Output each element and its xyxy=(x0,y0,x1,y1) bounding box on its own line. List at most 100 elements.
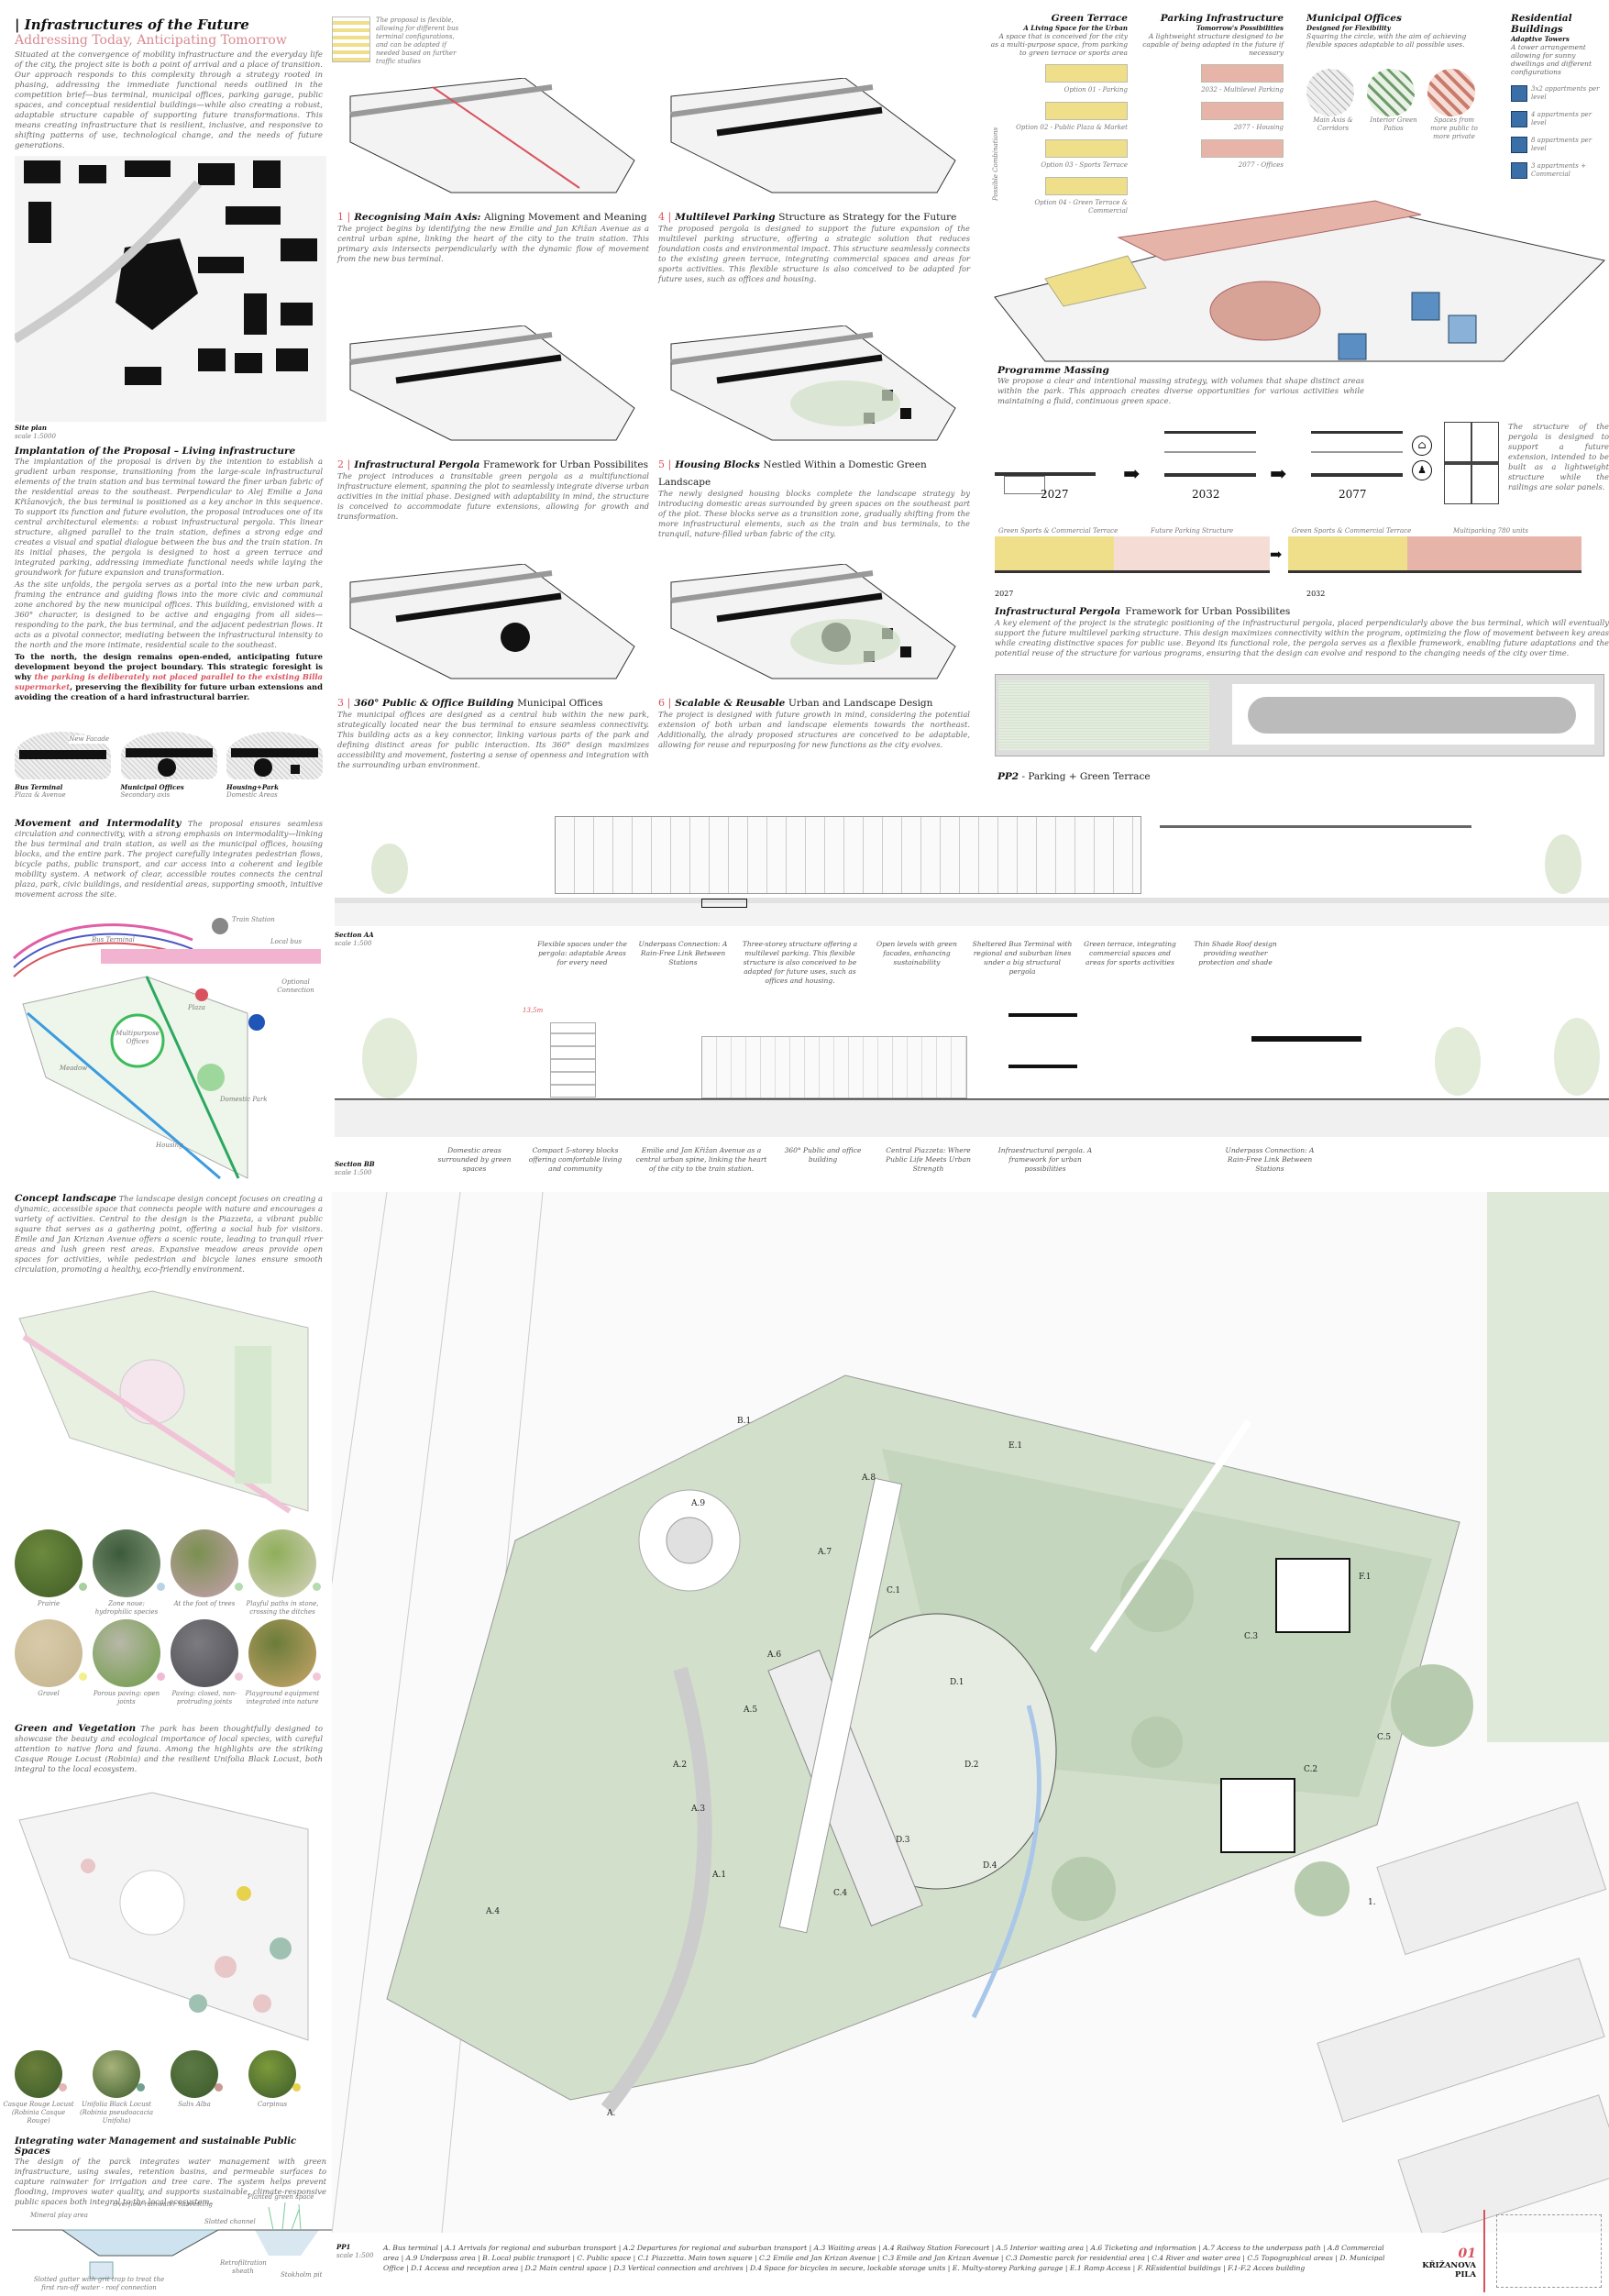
plan-label: A.5 xyxy=(744,1705,758,1715)
section-aa-caption: Thin Shade Roof design providing weather… xyxy=(1194,940,1277,966)
map-label: Local bus xyxy=(270,938,303,945)
elev-label: Multiparking 780 units xyxy=(1453,527,1528,535)
arrow-icon: ➡ xyxy=(1270,546,1283,563)
elev-label: Green Sports & Commercial Terrace xyxy=(1292,527,1412,535)
plan-label: A. xyxy=(607,2109,616,2118)
programme-option: 2077 - Housing xyxy=(1137,102,1284,132)
programme-option: Spaces from more public to more private xyxy=(1427,69,1481,141)
section-bb-caption: Central Piazzeta: Where Public Life Meet… xyxy=(886,1146,971,1173)
new-facade-label: New Facade xyxy=(69,735,109,744)
step-note: The proposal is flexible, allowing for d… xyxy=(376,17,459,65)
color-dot xyxy=(235,1583,243,1591)
pp1-label: PP1 xyxy=(336,2243,351,2251)
plan-label: C.4 xyxy=(833,1889,848,1898)
pergola-subtitle: Framework for Urban Possibilites xyxy=(1125,606,1291,617)
option-label: 2077 - Offices xyxy=(1238,161,1284,169)
programme-sub: Adaptive Towers xyxy=(1511,35,1570,43)
programme-panel: Possible Combinations Green Terrace A Li… xyxy=(990,13,1609,362)
photo-circle xyxy=(93,1529,160,1597)
option-label: Option 01 - Parking xyxy=(1063,86,1128,94)
photo-caption: Gravel xyxy=(38,1690,60,1697)
diagram-sub: Secondary axis xyxy=(120,791,171,799)
height-label: 13,5m xyxy=(523,1007,544,1014)
plan-label: C.5 xyxy=(1377,1733,1392,1742)
color-dot xyxy=(79,1583,87,1591)
photo-circle xyxy=(171,1529,238,1597)
step-title: Housing Blocks xyxy=(675,459,764,470)
option-label: 2032 - Multilevel Parking xyxy=(1201,86,1284,94)
plan-label: A.7 xyxy=(818,1548,832,1557)
step-axonometric xyxy=(341,325,644,445)
section-bb-caption: Domestic areas surrounded by green space… xyxy=(437,1146,512,1173)
implantation-title: Implantation of the Proposal – Living in… xyxy=(15,446,296,457)
programme-parking: Parking Infrastructure Tomorrow's Possib… xyxy=(1137,13,1284,170)
implantation-p3c: , preserving the flexibility for future … xyxy=(15,682,323,701)
step-subtitle: Urban and Landscape Design xyxy=(788,698,933,709)
water-label: Stokholm pit xyxy=(281,2271,323,2279)
year-label: 2032 xyxy=(1192,488,1220,501)
footer: 01 KŘIŽANOVA PILA xyxy=(1403,2246,1476,2279)
water-label: Overflow rainwater harvesting xyxy=(113,2201,213,2208)
option-label: Option 03 - Sports Terrace xyxy=(1041,161,1128,169)
water-label: Mineral play area xyxy=(30,2212,88,2219)
programme-option: 2077 - Offices xyxy=(1137,139,1284,170)
map-label: Meadow xyxy=(60,1065,88,1072)
step-subtitle: Framework for Urban Possibilites xyxy=(483,459,649,470)
plan-label: D.3 xyxy=(896,1836,910,1845)
step-5: 5 |Housing Blocks Nestled Within a Domes… xyxy=(658,454,970,539)
bus-config-icon xyxy=(332,17,370,62)
programme-sub: Designed for Flexibility xyxy=(1306,24,1391,32)
option-label: 8 appartments per level xyxy=(1531,137,1592,152)
photo-caption: Zone noue: hydrophilic species xyxy=(94,1600,159,1616)
pergola-title: Infrastructural Pergola xyxy=(995,606,1121,617)
massing-axonometric xyxy=(994,200,1605,362)
section-aa-drawing xyxy=(335,798,1609,926)
photo-caption: Paving: closed, non-protruding joints xyxy=(171,1690,237,1705)
step-subtitle: Nestled Within a Domestic Green Landscap… xyxy=(658,459,927,488)
site-plan-drawing xyxy=(15,160,317,385)
programme-residential: Residential Buildings Adaptive Towers A … xyxy=(1511,13,1607,179)
pp2-sublabel: - Parking + Green Terrace xyxy=(1019,771,1151,782)
plan-label: 1. xyxy=(1368,1898,1376,1907)
plan-label: A.9 xyxy=(691,1499,706,1508)
massing-text: We propose a clear and intentional massi… xyxy=(997,376,1364,405)
plan-label: D.4 xyxy=(983,1861,997,1871)
map-label: Bus Terminal xyxy=(92,936,135,944)
plan-label: D.1 xyxy=(950,1678,964,1687)
option-label: Option 02 - Public Plaza & Market xyxy=(1016,124,1128,131)
map-label: Train Station xyxy=(232,916,275,923)
massing-note: The structure of the pergola is designed… xyxy=(1508,422,1609,491)
concept-plan xyxy=(15,1282,323,1520)
programme-green-terrace: Green Terrace A Living Space for the Urb… xyxy=(990,13,1128,215)
step-3: 3 |360° Public & Office Building Municip… xyxy=(337,692,649,770)
section-bb-caption: Infraestructural pergola. A framework fo… xyxy=(997,1146,1093,1173)
site-plan xyxy=(15,156,326,422)
map-label: Plaza xyxy=(188,1004,205,1011)
color-dot xyxy=(235,1672,243,1681)
photo-caption: Casque Rouge Locust (Robinia Casque Roug… xyxy=(3,2101,74,2125)
pergola-section: Infrastructural Pergola Framework for Ur… xyxy=(995,601,1609,658)
site-plan-label: Site plan xyxy=(15,424,48,432)
water-section: Integrating water Management and sustain… xyxy=(15,2136,326,2207)
intro-text: Situated at the convergence of mobility … xyxy=(15,50,323,150)
implantation-p2: As the site unfolds, the pergola serves … xyxy=(15,580,323,649)
massing-phases: ➡ ➡ ⌂ ♟ The structure of the pergola is … xyxy=(995,422,1609,532)
step-number: 6 | xyxy=(658,697,672,709)
color-dot xyxy=(59,2083,67,2092)
option-label: Interior Green Patios xyxy=(1370,116,1417,132)
step-text: The proposed pergola is designed to supp… xyxy=(658,224,970,283)
step-title: Multilevel Parking xyxy=(675,212,779,223)
step-axonometric xyxy=(662,563,964,683)
diagram-sub: Plaza & Avenue xyxy=(15,791,66,799)
water-label: Slotted gutter with grit trap to treat t… xyxy=(33,2276,165,2291)
section-aa-caption: Open levels with green facades, enhancin… xyxy=(876,940,957,966)
intro: | Infrastructures of the Future Addressi… xyxy=(15,17,323,151)
step-axonometric xyxy=(662,77,964,197)
step-subtitle: Municipal Offices xyxy=(517,698,603,709)
option-label: Option 04 - Green Terrace & Commercial xyxy=(1034,199,1128,215)
programme-option: Option 02 - Public Plaza & Market xyxy=(1007,102,1128,132)
option-label: 2077 - Housing xyxy=(1233,124,1284,131)
option-label: Spaces from more public to more private xyxy=(1430,116,1478,140)
movement-text: The proposal ensures seamless circulatio… xyxy=(15,819,324,899)
